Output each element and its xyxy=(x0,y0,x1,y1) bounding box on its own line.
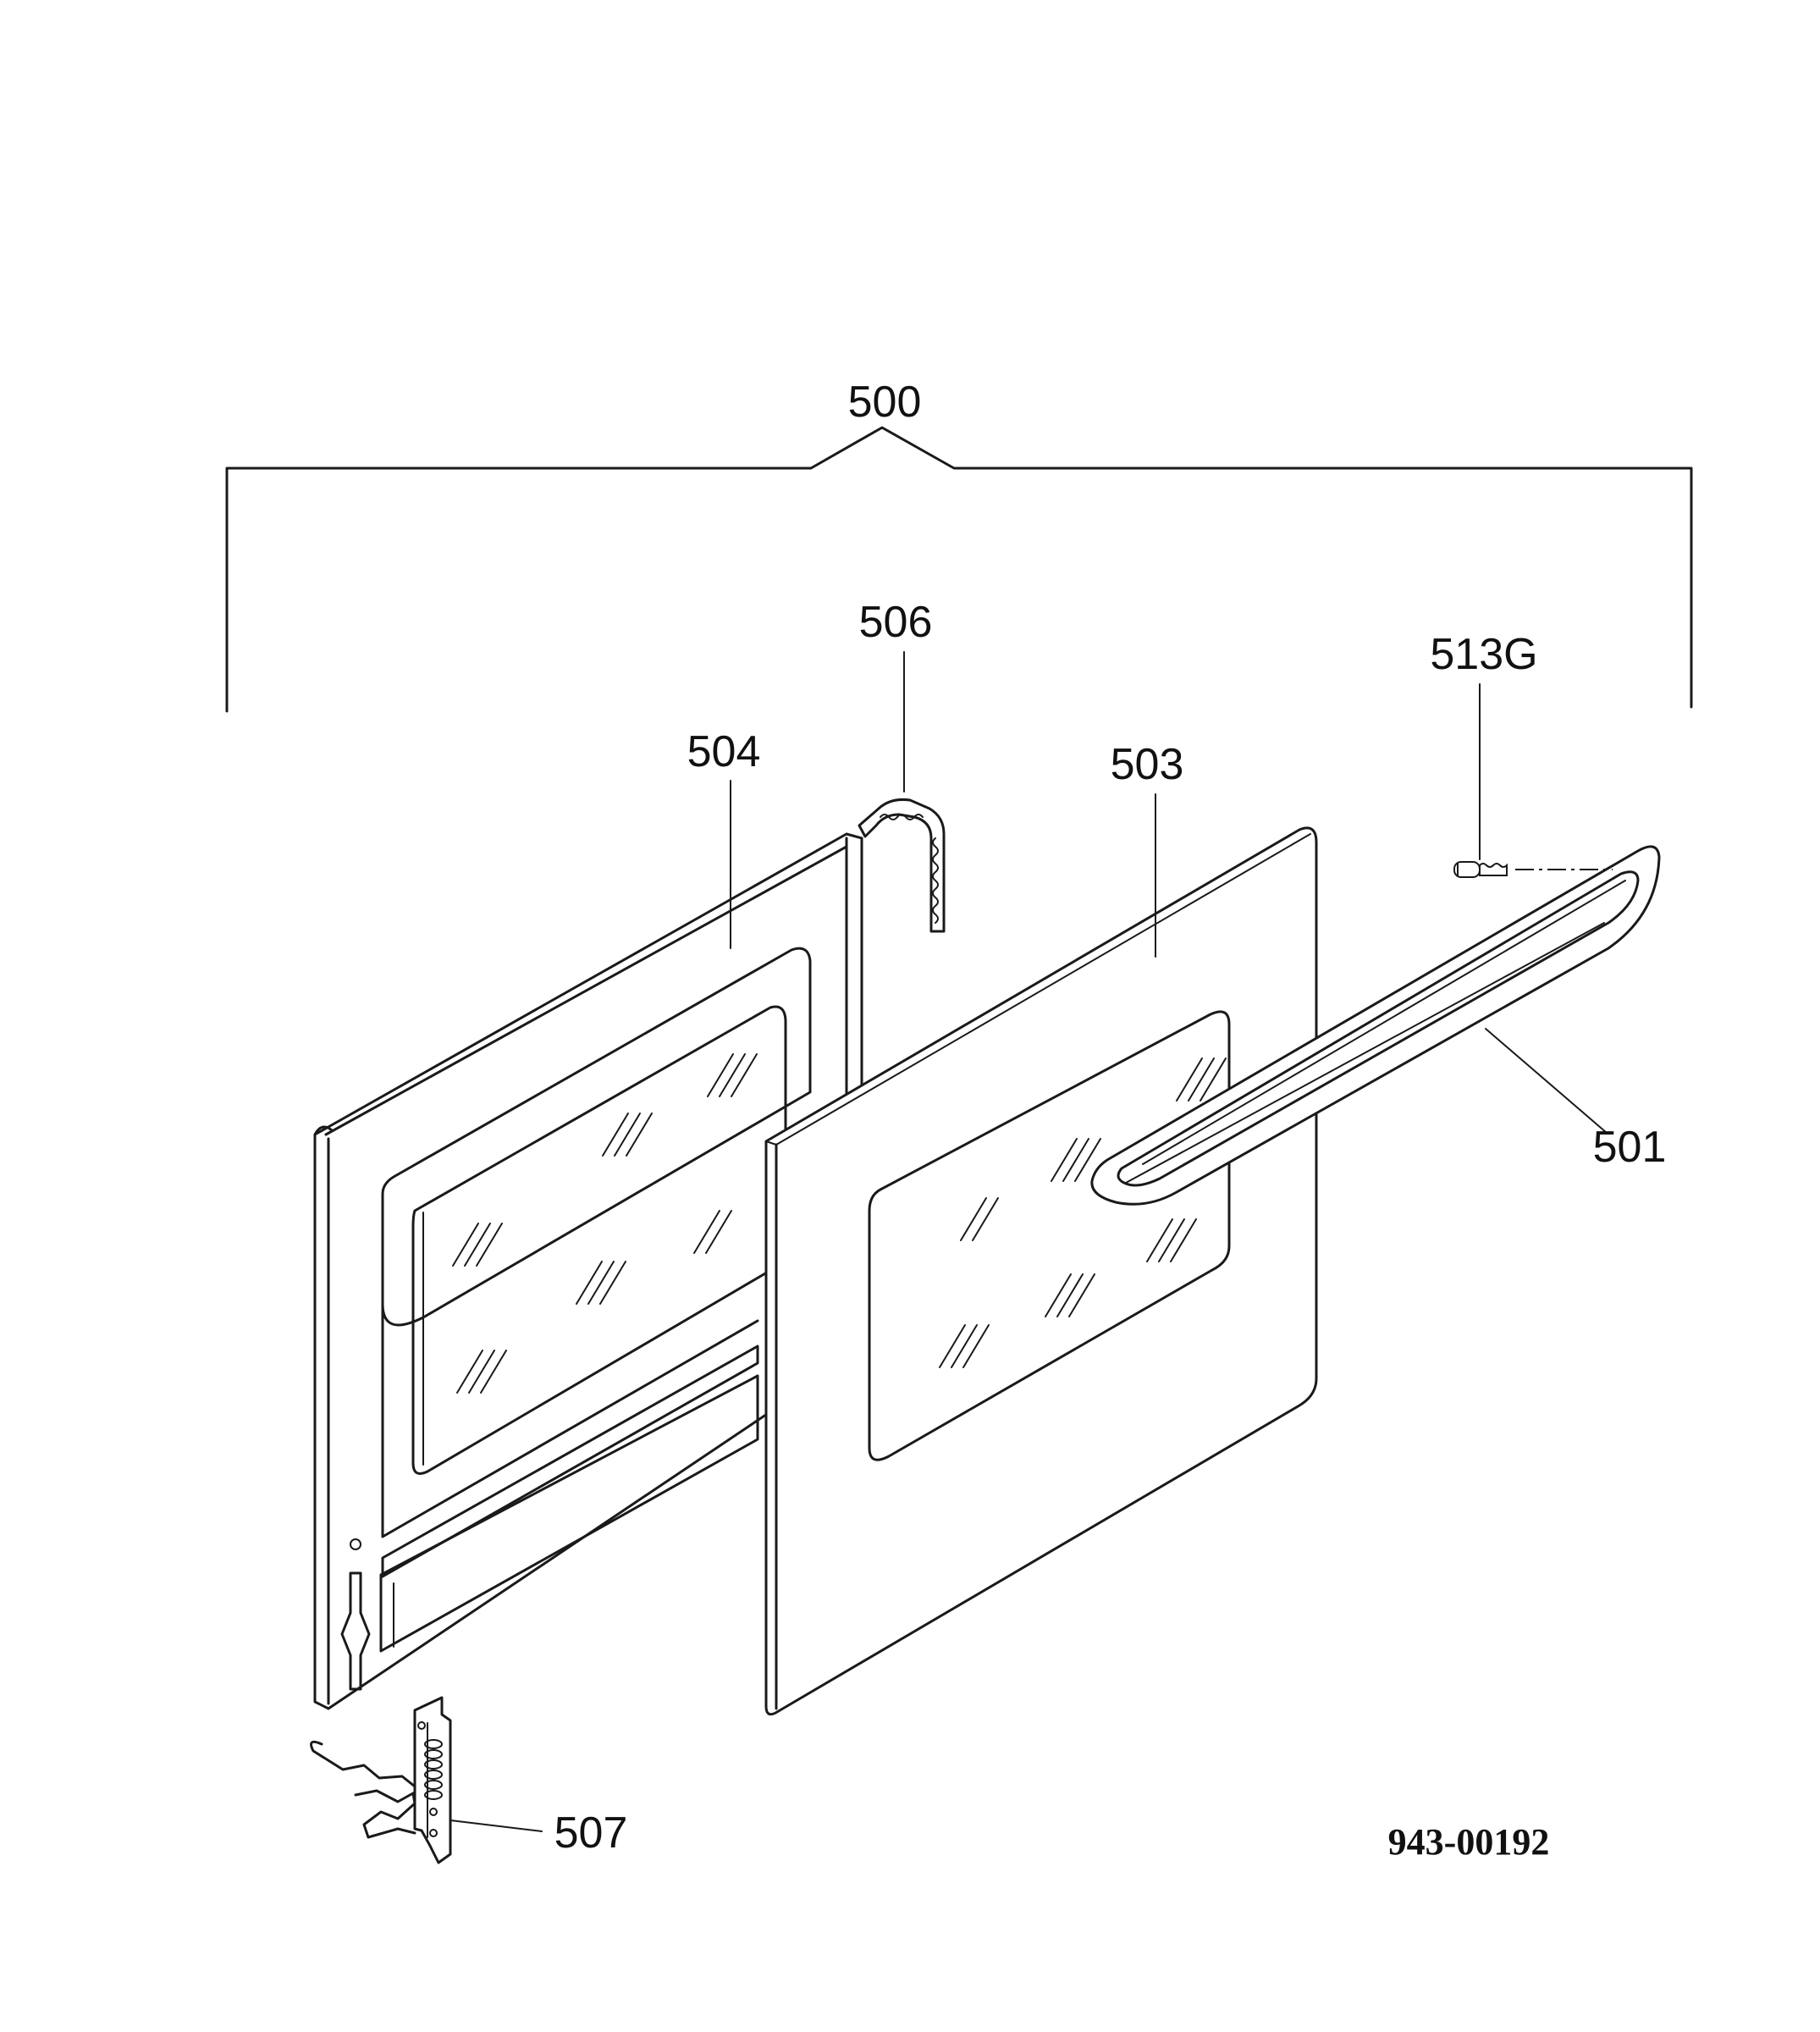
part-504-inner-panel xyxy=(313,832,863,1710)
label-503: 503 xyxy=(1111,740,1184,789)
label-500: 500 xyxy=(848,378,922,427)
label-501: 501 xyxy=(1593,1123,1667,1172)
part-507-hinge xyxy=(310,1696,543,1864)
label-504: 504 xyxy=(687,727,761,776)
part-506-seal xyxy=(858,798,946,933)
part-501-handle xyxy=(1090,845,1661,1206)
leader-lines xyxy=(730,651,1608,1134)
drawing-number: 943-00192 xyxy=(1388,1821,1550,1863)
part-513G-screw xyxy=(1453,861,1613,878)
label-513G: 513G xyxy=(1430,630,1537,679)
assembly-bracket-500 xyxy=(225,426,1693,713)
part-503-outer-glass xyxy=(764,826,1318,1716)
label-506: 506 xyxy=(859,598,933,647)
label-507: 507 xyxy=(554,1808,628,1858)
